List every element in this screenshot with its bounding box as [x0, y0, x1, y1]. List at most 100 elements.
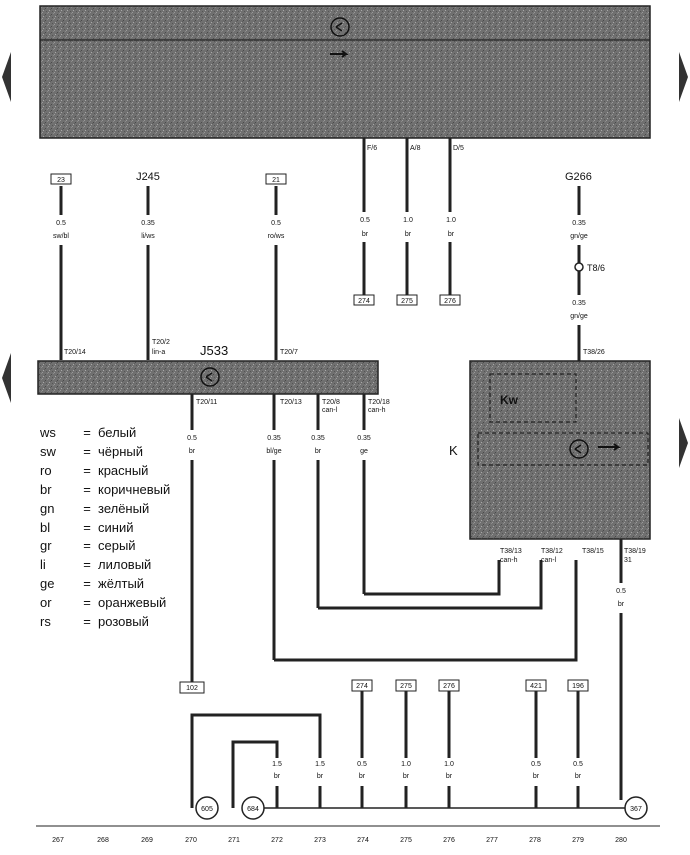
column-number: 276: [443, 837, 455, 844]
pin-label: A/8: [410, 145, 421, 152]
ground-points: 605 684 367: [195, 796, 648, 820]
pin-label: T38/13: [500, 548, 522, 555]
pin-sub-label: lin-a: [152, 349, 165, 356]
ground-point-icon: [624, 796, 648, 820]
color-legend: ws=белый sw=чёрный ro=красный br=коричне…: [40, 424, 170, 632]
pin-label: T20/2: [152, 339, 170, 346]
input-ref: 21: [272, 177, 280, 184]
wire-color: br: [446, 773, 453, 780]
column-number: 272: [271, 837, 283, 844]
wire-size: 1.5: [272, 761, 282, 768]
pin-label: T20/13: [280, 399, 302, 406]
wire-size: 0.35: [311, 435, 325, 442]
pin-label: T38/19: [624, 548, 646, 555]
ground-point-label: 605: [201, 806, 213, 813]
wire-size: 1.5: [315, 761, 325, 768]
wire-color: br: [533, 773, 540, 780]
legend-name: синий: [98, 519, 134, 535]
wire-size: 0.35: [572, 220, 586, 227]
legend-name: белый: [98, 425, 137, 440]
arrow-left-icon[interactable]: [2, 52, 11, 102]
legend-row: or=оранжевый: [40, 594, 170, 613]
top-module: [39, 5, 651, 139]
column-number: 275: [400, 837, 412, 844]
destination-ref: 274: [358, 298, 370, 305]
column-number: 270: [185, 837, 197, 844]
legend-row: br=коричневый: [40, 481, 170, 500]
pin-sub-label: can-l: [541, 557, 557, 564]
wire-color: br: [403, 773, 410, 780]
column-numbers: 267 268 269 270 271 272 273 274 275 276 …: [52, 837, 627, 844]
ground-point-label: 684: [247, 806, 259, 813]
wire-color: br: [362, 231, 369, 238]
bottom-ref: 421: [530, 683, 542, 690]
wire-size: 1.0: [446, 217, 456, 224]
destination-ref: 276: [444, 298, 456, 305]
wire-color: li/ws: [141, 233, 155, 240]
column-number: 278: [529, 837, 541, 844]
legend-name: серый: [98, 538, 136, 554]
legend-name: чёрный: [98, 443, 144, 459]
wire-color: bl/ge: [266, 448, 281, 455]
wire-color: br: [359, 773, 366, 780]
pin-sub-label: can-h: [500, 557, 518, 564]
column-number: 271: [228, 837, 240, 844]
k-cluster-module: [469, 360, 651, 540]
wire-color: ro/ws: [268, 233, 285, 240]
module-symbol-icon: [200, 367, 220, 387]
wire-size: 1.0: [444, 761, 454, 768]
wire-color: gn/ge: [570, 313, 588, 320]
legend-row: gr=серый: [40, 537, 170, 556]
wire-color: gn/ge: [570, 233, 588, 240]
pin-label: T20/7: [280, 349, 298, 356]
column-number: 274: [357, 837, 369, 844]
ground-wiring: [190, 691, 580, 808]
can-bus-routing: [274, 560, 578, 662]
module-symbol-icon: [569, 439, 589, 459]
wire-size: 0.5: [56, 220, 66, 227]
wire-size: 1.0: [403, 217, 413, 224]
legend-name: лиловый: [98, 557, 152, 573]
wire-color: br: [448, 231, 455, 238]
top-module-pin-labels: F/6 A/8 D/5: [367, 145, 464, 152]
pin-label: T20/8: [322, 399, 340, 406]
arrow-right-icon[interactable]: [679, 52, 688, 102]
destination-ref: 275: [401, 298, 413, 305]
pin-label: T38/12: [541, 548, 563, 555]
pin-label: T38/15: [582, 548, 604, 555]
legend-name: коричневый: [98, 481, 171, 497]
legend-row: gn=зелёный: [40, 500, 170, 519]
wire-size: 0.5: [187, 435, 197, 442]
column-number: 277: [486, 837, 498, 844]
arrow-left-icon[interactable]: [2, 353, 11, 403]
wire-size: 0.35: [141, 220, 155, 227]
bottom-ref: 274: [356, 683, 368, 690]
pin-sub-label: 31: [624, 557, 632, 564]
j533-label: J533: [200, 343, 228, 358]
wire-color: br: [317, 773, 324, 780]
column-number: 268: [97, 837, 109, 844]
g266-label: G266: [565, 171, 592, 183]
wire-color: br: [315, 448, 322, 455]
wire-color: br: [618, 601, 625, 608]
legend-code: br: [40, 481, 52, 497]
legend-row: bl=синий: [40, 519, 170, 538]
legend-code: ws: [40, 425, 56, 440]
pin-label: T38/26: [583, 349, 605, 356]
bottom-wire-specs: 1.5 br 1.5 br 0.5 br 1.0 br 1.0 br 0.5 b…: [270, 758, 585, 786]
input-ref: 23: [57, 177, 65, 184]
top-module-destinations: 274 275 276: [353, 294, 461, 306]
pin-label: D/5: [453, 145, 464, 152]
legend-code: gr: [40, 538, 52, 554]
wire-color: ge: [360, 448, 368, 455]
legend-row: ge=жёлтый: [40, 575, 170, 594]
pin-label: T20/11: [196, 399, 217, 406]
bottom-ref-boxes: 102 274 275 276 421 196: [179, 679, 589, 694]
arrow-right-icon[interactable]: [679, 418, 688, 468]
ground-point-icon: [241, 796, 265, 820]
k-cluster-label: K: [449, 443, 458, 458]
bottom-ref: 275: [400, 683, 412, 690]
legend-code: or: [40, 595, 52, 611]
column-number: 269: [141, 837, 153, 844]
